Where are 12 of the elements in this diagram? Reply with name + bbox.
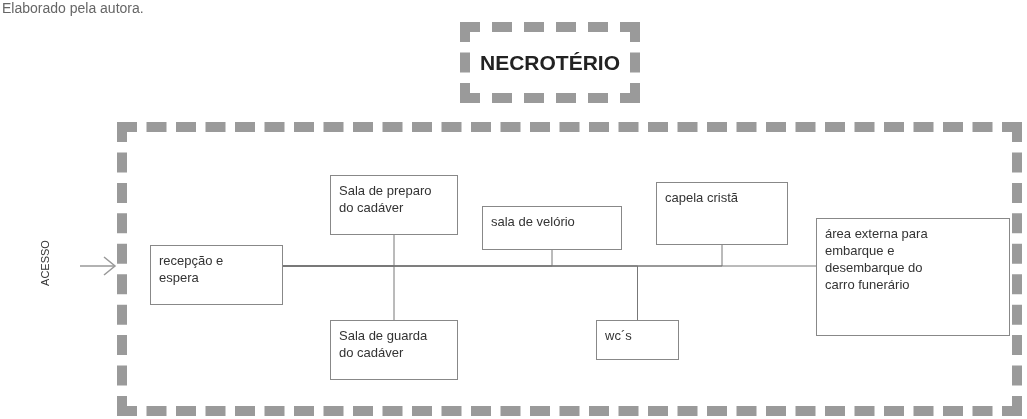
room-box: recepção e espera: [150, 245, 283, 305]
room-box: capela cristã: [656, 182, 788, 245]
room-box: Sala de guarda do cadáver: [330, 320, 458, 380]
access-label: ACESSO: [38, 240, 51, 286]
room-box: Sala de preparo do cadáver: [330, 175, 458, 235]
dashed-boundary: [117, 122, 1022, 416]
access-arrow: [79, 256, 116, 276]
room-box: sala de velório: [482, 206, 622, 250]
caption: Elaborado pela autora.: [2, 0, 144, 16]
room-box: área externa para embarque e desembarque do carro funerário: [816, 218, 1010, 336]
title-box: NECROTÉRIO: [460, 22, 640, 103]
room-box: wc´s: [596, 320, 679, 360]
